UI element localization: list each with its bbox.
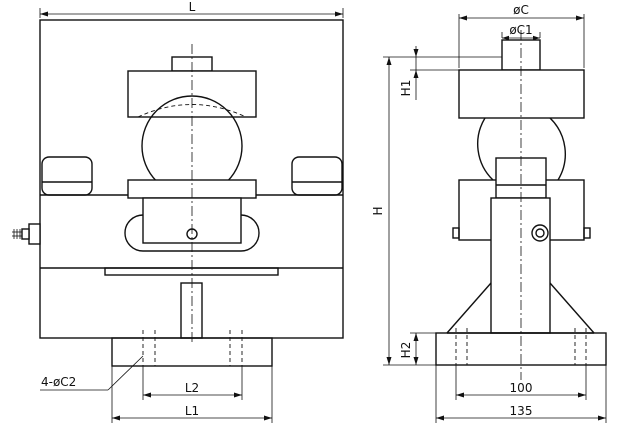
side-column (490, 197, 551, 334)
dimension-L2 (142, 366, 243, 400)
dimension-L (39, 8, 344, 18)
label-L2: L2 (185, 381, 199, 395)
dimension-100 (455, 365, 587, 400)
dimension-H (383, 56, 502, 366)
cable-connector (12, 223, 41, 245)
side-bolt (531, 224, 549, 242)
holes-leader (40, 355, 144, 391)
dimension-phi-C (458, 14, 585, 68)
label-phi-C: øC (513, 3, 529, 17)
front-view (12, 8, 344, 423)
dimension-135 (435, 365, 607, 423)
side-top-cap (458, 69, 585, 119)
dimension-H1 (410, 46, 459, 100)
dimension-H2 (410, 332, 436, 365)
label-phi-C1: øC1 (509, 23, 532, 37)
dimension-L1 (111, 366, 273, 423)
front-base-plate (111, 337, 273, 367)
side-view (383, 14, 607, 423)
label-135: 135 (510, 404, 533, 418)
side-ball (477, 117, 566, 181)
front-right-cover (291, 156, 343, 196)
label-L: L (189, 0, 196, 14)
label-H1: H1 (399, 80, 413, 97)
label-holes: 4-øC2 (41, 375, 76, 389)
front-center-post (180, 282, 203, 339)
label-100: 100 (510, 381, 533, 395)
front-left-cover (41, 156, 93, 196)
label-H2: H2 (399, 342, 413, 359)
label-H: H (371, 206, 385, 215)
dimension-phi-C1 (501, 32, 541, 41)
label-L1: L1 (185, 404, 199, 418)
